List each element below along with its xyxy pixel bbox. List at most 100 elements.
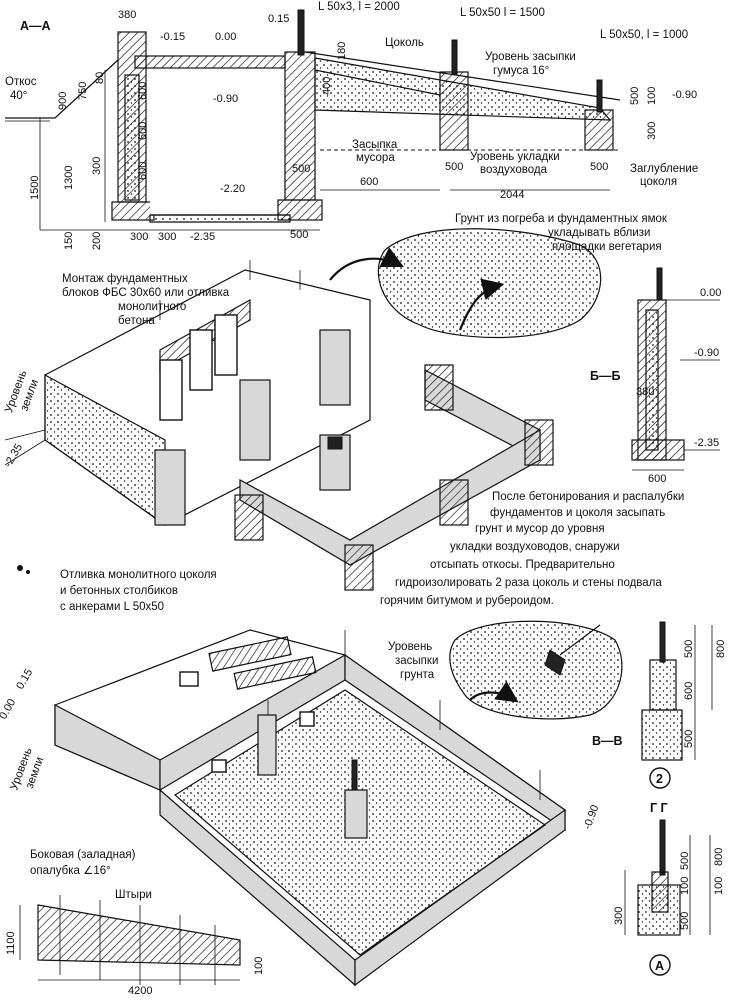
left-wall-blocks <box>124 74 140 201</box>
formwork-dim-100: 100 <box>253 957 265 975</box>
bb-level-235: -2.35 <box>694 437 719 449</box>
beam-1 <box>208 636 292 672</box>
iso-level-m090: -0.90 <box>582 803 602 831</box>
fw-title-b: опалубка ∠16° <box>30 865 111 877</box>
shovel-handle <box>559 624 601 656</box>
gg-dim-100b: 100 <box>713 877 725 895</box>
ground-line <box>5 59 119 119</box>
dim-2044-b: 2044 <box>500 189 524 201</box>
dim-wall-600-c: 600 <box>137 162 149 180</box>
slope-line-a: Откос <box>5 76 37 88</box>
soil-pile-top: Грунт из погреба и фундаментных ямок укл… <box>329 213 670 339</box>
dim-lines-left <box>39 70 106 230</box>
section-gg-title: Г Г <box>650 801 668 815</box>
dim-wall-600-b: 600 <box>137 122 149 140</box>
dim-300-v: 300 <box>646 122 658 140</box>
level-m220: -2.20 <box>220 183 245 195</box>
cast-1: Отливка монолитного цоколя <box>60 569 217 581</box>
slope-line-b: 40° <box>10 90 27 102</box>
dim-750: 750 <box>77 82 89 100</box>
duct-line-b: воздуховода <box>480 164 548 176</box>
iso-anchors <box>267 630 541 800</box>
dim-wall-600-a: 600 <box>137 82 149 100</box>
dim-100-v: 100 <box>646 87 658 105</box>
bb-level-000: 0.00 <box>700 287 721 299</box>
section-vv-title: В—В <box>592 734 623 748</box>
gg-dim-500b: 500 <box>679 912 691 930</box>
right-wall <box>284 51 316 201</box>
cn-4: укладки воздуховодов, снаружи <box>450 541 620 553</box>
slope-label: Откос 40° <box>5 76 40 102</box>
dim-400: 400 <box>321 77 333 95</box>
angle-post-3 <box>596 79 603 113</box>
bb-wall-core <box>645 309 659 451</box>
dim-500-a: 500 <box>292 163 310 175</box>
dim-300-b: 300 <box>158 231 176 243</box>
beam-2 <box>233 656 317 690</box>
cn-7: горячим битумом и рубероидом. <box>380 595 554 607</box>
dim-500-b: 500 <box>445 161 463 173</box>
bb-dim-600: 600 <box>648 473 666 485</box>
frame-pier-1 <box>424 364 454 411</box>
gg-dim-300: 300 <box>613 907 625 925</box>
angle-label-1: L 50x3, l = 2000 <box>318 1 400 13</box>
gg-core <box>651 871 669 913</box>
iso-rebars <box>159 260 301 320</box>
dim-000: 0.00 <box>215 31 236 43</box>
iso-post-1 <box>257 714 277 776</box>
vv-dim-500b: 500 <box>683 730 695 748</box>
section-bb: Б—Б 0.00 -0.90 -2.35 380 600 <box>590 267 721 485</box>
section-vv: В—В 2 500 600 500 800 <box>592 621 727 789</box>
iso-foundation-frame <box>234 364 554 591</box>
vv-upper <box>649 659 677 711</box>
frame-pier-4 <box>234 494 264 541</box>
gg-anchor <box>659 819 666 876</box>
center-pier-top <box>327 436 343 450</box>
angle-label-2: L 50x50 l = 1500 <box>460 7 545 19</box>
bb-footing <box>631 439 685 461</box>
dim-180: 180 <box>336 42 348 60</box>
plinth-label: Цоколь <box>385 37 424 49</box>
dim-380: 380 <box>118 9 136 21</box>
level-m090b: -0.90 <box>672 89 697 101</box>
vv-dim-800: 800 <box>715 640 727 658</box>
post-pier-2 <box>584 109 614 151</box>
bg-b: засыпки <box>395 655 438 667</box>
fbs-block-2 <box>189 329 213 391</box>
debris-line-a: Засыпка <box>352 139 398 151</box>
cellar-space <box>150 70 285 215</box>
iso-excavation: Монтаж фундаментных блоков ФБС 30х60 или… <box>2 260 371 527</box>
slope-line-2 <box>314 69 441 96</box>
dim-300-a: 300 <box>130 231 148 243</box>
opening-3 <box>211 759 227 773</box>
iso-level-235: -2.35 <box>2 442 25 470</box>
vv-marker-text: 2 <box>656 772 663 786</box>
opening-1 <box>179 671 199 687</box>
iso-pier-3 <box>154 449 186 526</box>
ground-level-1: Уровень земли <box>3 366 44 420</box>
dim-1500: 1500 <box>29 176 41 200</box>
gg-dim-100a: 100 <box>679 877 691 895</box>
mount-line-b: блоков ФБС 30х60 или отливка <box>62 287 230 299</box>
dim-500-c: 500 <box>590 161 608 173</box>
soil-note: Грунт из погреба и фундаментных ямок укл… <box>455 213 670 253</box>
frame-pier-5 <box>439 479 469 526</box>
mount-note: Монтаж фундаментных блоков ФБС 30х60 или… <box>62 273 232 327</box>
vv-anchor <box>659 621 666 663</box>
shovel-blade <box>544 649 566 676</box>
arrow-to-pile-3 <box>469 681 519 703</box>
dim-500-v: 500 <box>629 87 641 105</box>
iso-level-015: 0.15 <box>14 667 35 692</box>
formwork-pins-label: Штыри <box>115 889 152 901</box>
mount-line-a: Монтаж фундаментных <box>62 273 188 285</box>
dim-600: 500 <box>290 229 308 241</box>
section-gg: Г Г А 500 100 800 100 300 500 <box>613 801 725 976</box>
formwork: Боковая (заладная) опалубка ∠16° Штыри 4… <box>5 849 265 997</box>
cn-1: После бетонирования и распалубки <box>492 491 684 503</box>
concrete-note: После бетонирования и распалубки фундаме… <box>380 491 684 607</box>
section-aa-title: А—А <box>20 19 51 33</box>
angle-label-3: L 50x50, l = 1000 <box>600 29 688 41</box>
dim-015: 0.15 <box>268 13 289 25</box>
fbs-block-3 <box>214 314 238 376</box>
mount-line-c: монолитного <box>118 301 186 313</box>
